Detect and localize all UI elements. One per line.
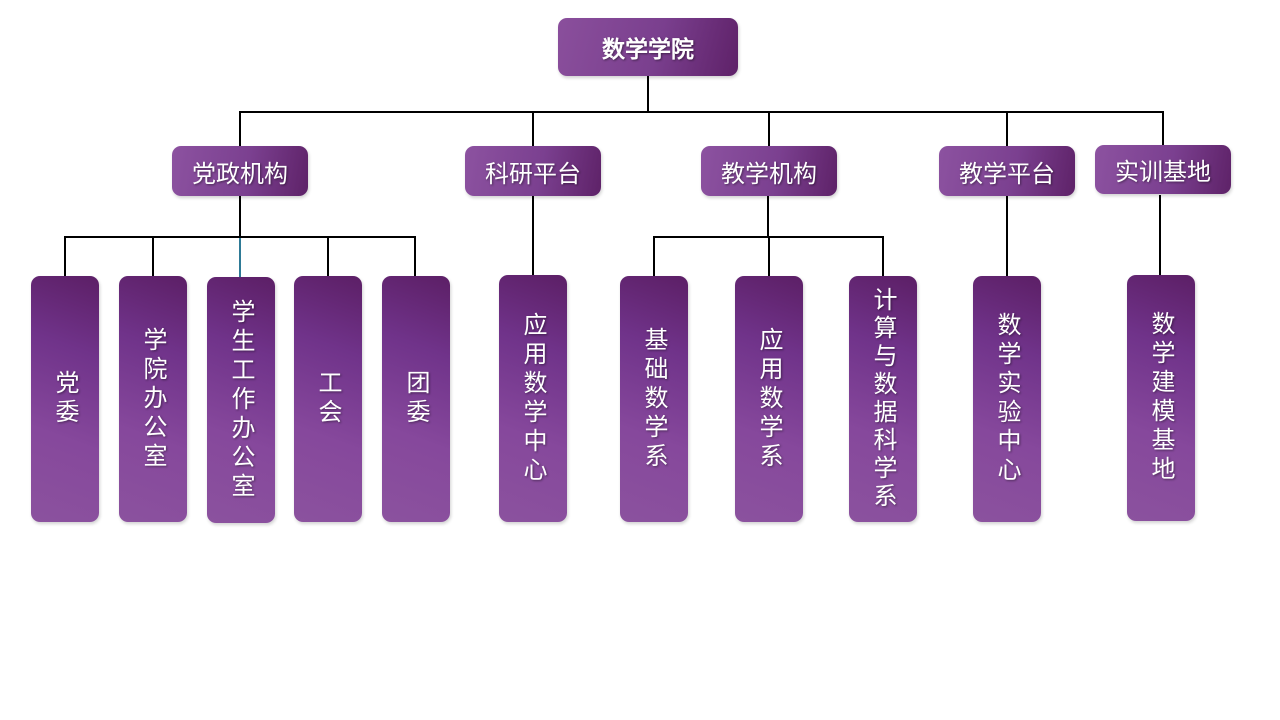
group-label: 实训基地 bbox=[1115, 158, 1211, 186]
leaf-label: 学院办公室 bbox=[139, 326, 167, 472]
leaf-label: 学生工作办公室 bbox=[227, 298, 255, 502]
group-node-teaching-units: 教学机构 bbox=[701, 146, 837, 196]
leaf-node-applied-math-center: 应用数学中心 bbox=[499, 275, 567, 522]
leaf-label: 党委 bbox=[51, 370, 79, 428]
leaf-node-computing-data-science-dept: 计算与数据科学系 bbox=[849, 276, 917, 522]
leaf-label: 数学建模基地 bbox=[1147, 311, 1175, 485]
leaf-label: 应用数学系 bbox=[755, 326, 783, 472]
leaf-node-labor-union: 工会 bbox=[294, 276, 362, 522]
group-node-party-admin: 党政机构 bbox=[172, 146, 308, 196]
leaf-label: 应用数学中心 bbox=[519, 311, 547, 486]
leaf-node-math-lab-center: 数学实验中心 bbox=[973, 276, 1041, 522]
leaf-node-applied-math-dept: 应用数学系 bbox=[735, 276, 803, 522]
leaf-node-pure-math-dept: 基础数学系 bbox=[620, 276, 688, 522]
root-label: 数学学院 bbox=[602, 37, 694, 63]
group-label: 党政机构 bbox=[192, 159, 288, 188]
leaf-label: 数学实验中心 bbox=[993, 312, 1021, 486]
leaf-label: 工会 bbox=[314, 370, 342, 428]
root-node: 数学学院 bbox=[558, 18, 738, 76]
leaf-node-youth-league: 团委 bbox=[382, 276, 450, 522]
leaf-node-college-office: 学院办公室 bbox=[119, 276, 187, 522]
group-label: 教学平台 bbox=[959, 159, 1055, 188]
leaf-node-math-modeling-base: 数学建模基地 bbox=[1127, 275, 1195, 521]
leaf-label: 团委 bbox=[402, 370, 430, 428]
group-label: 科研平台 bbox=[485, 159, 581, 188]
leaf-label: 计算与数据科学系 bbox=[869, 287, 897, 511]
leaf-node-party-committee: 党委 bbox=[31, 276, 99, 522]
leaf-label: 基础数学系 bbox=[640, 326, 668, 472]
leaf-node-student-affairs-office: 学生工作办公室 bbox=[207, 277, 275, 523]
group-node-teaching-platform: 教学平台 bbox=[939, 146, 1075, 196]
group-label: 教学机构 bbox=[721, 159, 817, 188]
group-node-training-base: 实训基地 bbox=[1095, 145, 1231, 194]
group-node-research-platform: 科研平台 bbox=[465, 146, 601, 196]
